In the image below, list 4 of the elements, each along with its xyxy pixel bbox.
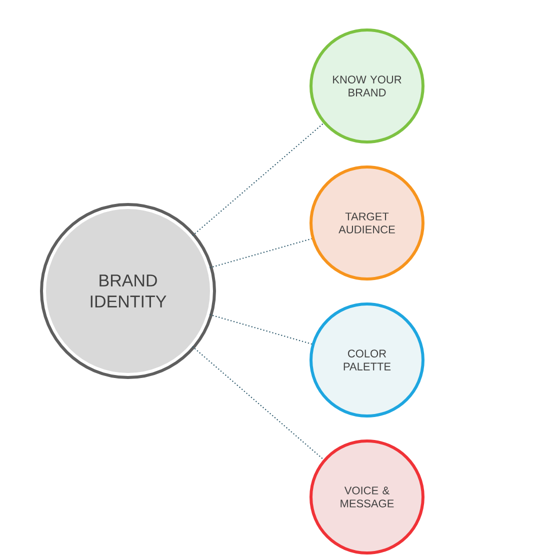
- connector-line: [192, 123, 324, 236]
- connector-line: [192, 346, 324, 460]
- connector-line: [210, 238, 312, 268]
- connector-line: [210, 314, 312, 345]
